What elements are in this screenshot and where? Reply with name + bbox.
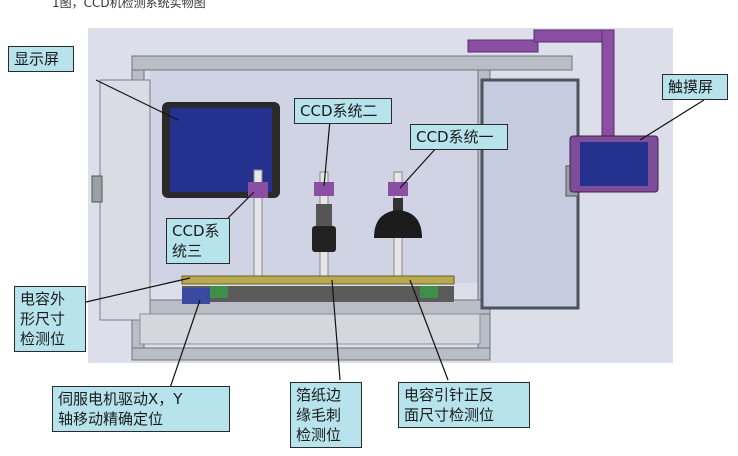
green-clamps (210, 286, 438, 298)
stage-base (182, 286, 454, 302)
leader-lines (85, 79, 705, 389)
label-touch-screen: 触摸屏 (662, 74, 728, 100)
figure-caption: 1图，CCD机检测系统实物图 (52, 0, 206, 10)
left-door (99, 79, 151, 321)
ccd1-stem (393, 198, 403, 212)
label-ccd2: CCD系统二 (294, 98, 392, 124)
label-pin-size: 电容引针正反 面尺寸检测位 (398, 382, 530, 428)
ccd2-lens-barrel (312, 226, 336, 252)
right-door (480, 78, 580, 310)
lower-rail (139, 313, 481, 345)
label-foil-burr: 箔纸边 缘毛刺 检测位 (290, 382, 362, 448)
ccd2-lens (316, 204, 332, 226)
touch-arm (467, 29, 615, 139)
ccd2-bracket (314, 182, 334, 196)
ccd1-dome-light (374, 210, 422, 238)
ccd3-bracket (248, 182, 268, 198)
label-servo-drive: 伺服电机驱动X，Y 轴移动精确定位 (52, 386, 230, 432)
touch-screen (580, 142, 648, 186)
servo-motor (182, 288, 210, 304)
label-display: 显示屏 (8, 46, 74, 72)
label-ccd1: CCD系统一 (410, 124, 508, 150)
label-ccd3: CCD系 统三 (166, 218, 230, 264)
label-capacitor-outline: 电容外 形尺寸 检测位 (14, 286, 86, 352)
pcb-board (181, 275, 455, 285)
ccd1-bracket (388, 182, 408, 196)
